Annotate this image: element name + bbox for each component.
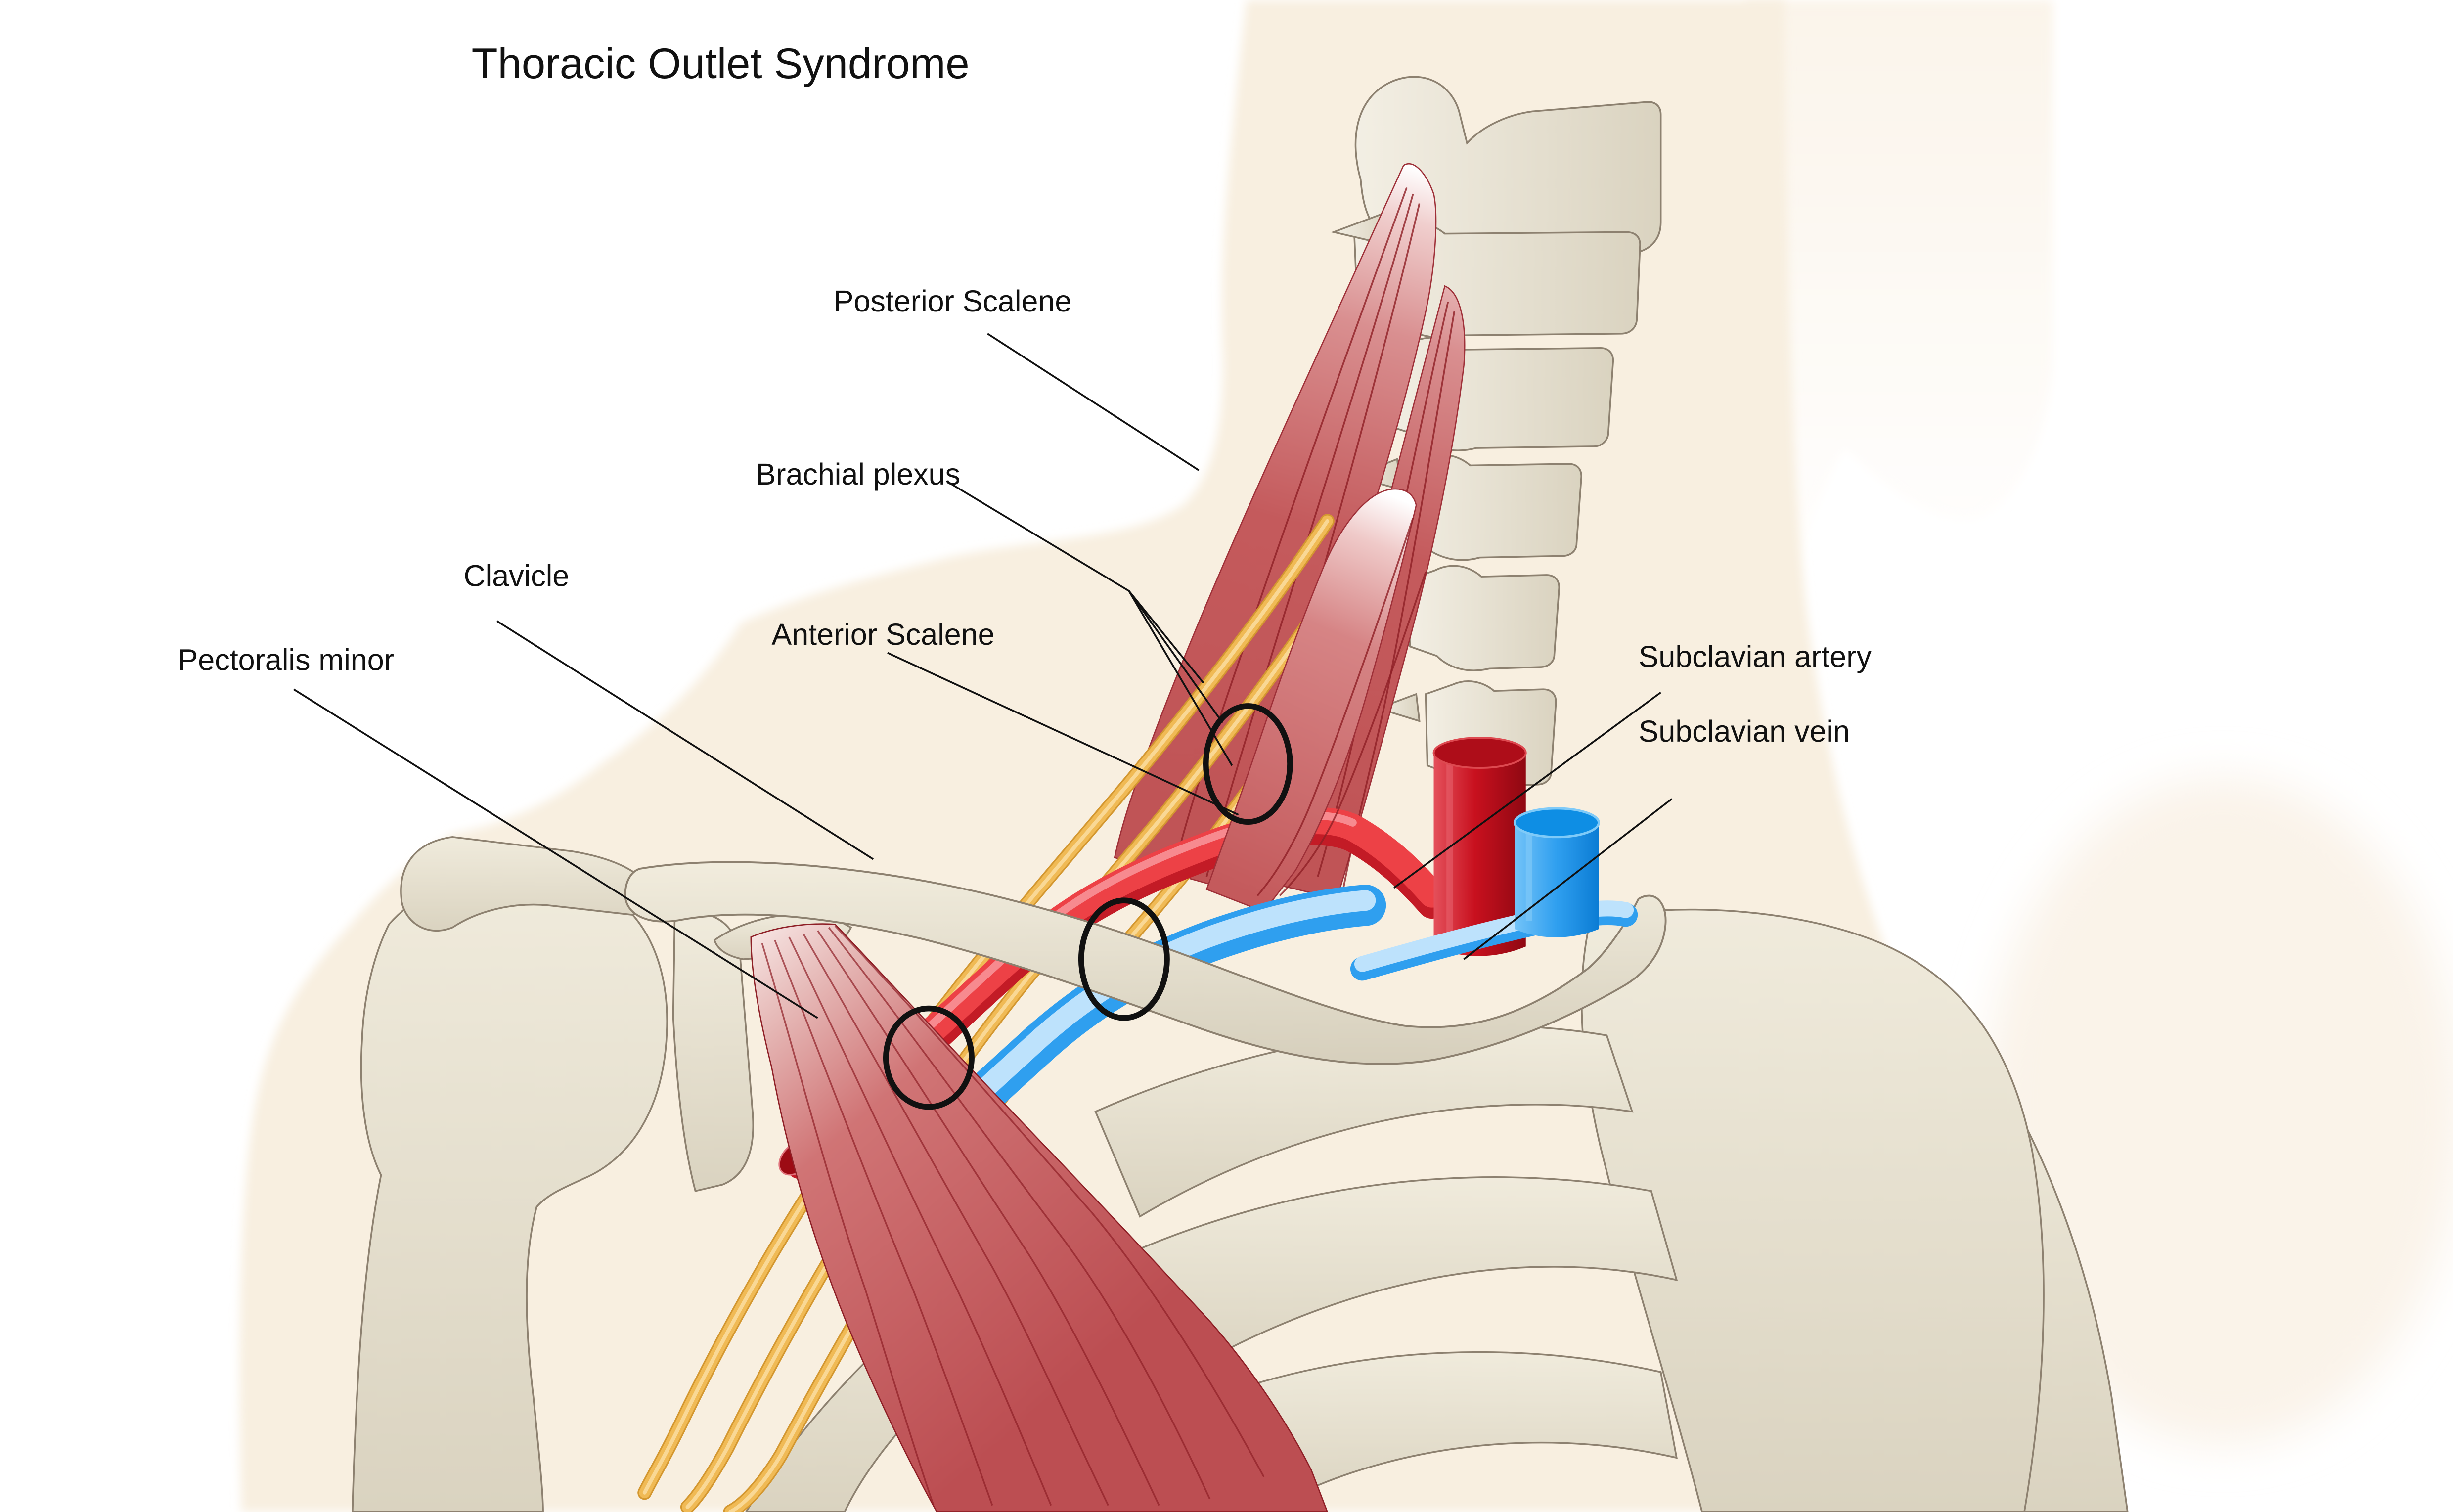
back-silhouette <box>1746 0 2053 601</box>
compression-points <box>883 703 1293 1110</box>
background-glow <box>1984 778 2453 1445</box>
costoclavicular-circle <box>1078 897 1170 1021</box>
rib <box>1071 1176 1678 1379</box>
leader-branch <box>1128 590 1233 766</box>
scapula <box>1580 908 2045 1512</box>
anterior-scalene-muscle <box>1205 488 1427 913</box>
leader-line <box>1393 692 1661 889</box>
subclavian-vein-stub <box>1513 807 1600 937</box>
annotations: Posterior Scalene Brachial plexus Clavic… <box>178 40 1872 1019</box>
subpectoral-circle <box>883 1005 975 1110</box>
label-text: Subclavian artery <box>1639 640 1872 673</box>
scalene-triangle-circle <box>1203 703 1293 825</box>
label-text: Clavicle <box>464 559 570 592</box>
leader-line <box>496 620 874 860</box>
leader-line <box>293 688 818 1019</box>
label-text: Anterior Scalene <box>772 618 995 651</box>
label-subclavian-artery: Subclavian artery <box>1393 640 1872 889</box>
label-text: Pectoralis minor <box>178 643 394 677</box>
leader-branch <box>1128 590 1223 723</box>
label-posterior-scalene: Posterior Scalene <box>834 284 1200 471</box>
label-clavicle: Clavicle <box>464 559 874 860</box>
label-pectoralis-minor: Pectoralis minor <box>178 643 818 1019</box>
glenoid <box>672 911 754 1192</box>
artery-stub-opening <box>1432 737 1527 769</box>
leader-line <box>887 652 1239 816</box>
vertebra-c5 <box>1407 565 1560 671</box>
leader-line <box>949 482 1129 592</box>
label-brachial-plexus: Brachial plexus <box>756 457 1233 766</box>
label-anterior-scalene: Anterior Scalene <box>772 618 1239 816</box>
rib <box>1094 1025 1634 1218</box>
label-text: Posterior Scalene <box>834 284 1071 318</box>
clavicle-bone <box>624 861 1667 1065</box>
transverse-process <box>1375 693 1421 722</box>
leader-branch <box>1128 590 1204 684</box>
vein-stub-opening <box>1513 807 1600 839</box>
leader-line <box>1463 798 1673 960</box>
leader-line <box>987 333 1200 471</box>
nerve-cord <box>680 565 1350 1512</box>
label-text: Subclavian vein <box>1639 714 1850 748</box>
label-text: Brachial plexus <box>756 457 960 491</box>
label-subclavian-vein: Subclavian vein <box>1463 714 1850 960</box>
page-title: Thoracic Outlet Syndrome <box>472 40 970 88</box>
